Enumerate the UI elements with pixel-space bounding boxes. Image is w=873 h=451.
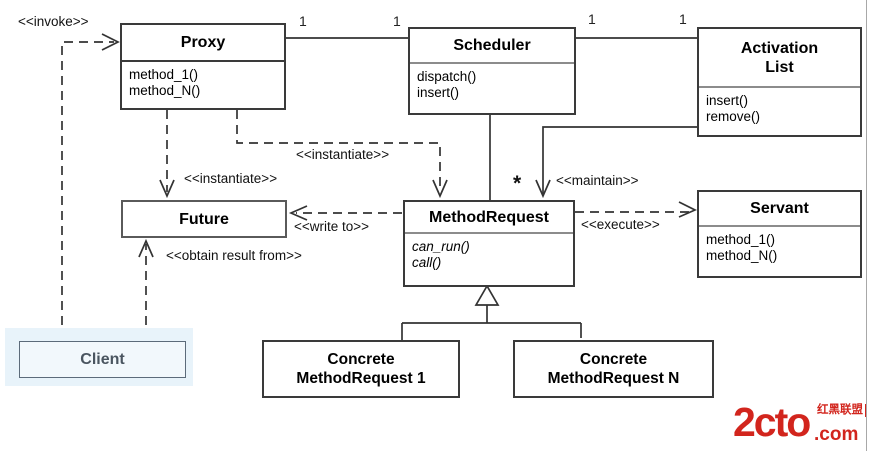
class-proxy-title: Proxy	[180, 34, 226, 51]
multiplicity-label: 1	[679, 11, 687, 27]
class-servant: Servant method_1() method_N()	[697, 190, 862, 278]
arrowhead-execute	[678, 201, 698, 218]
title-line: MethodRequest 1	[296, 370, 426, 387]
compartment-divider	[122, 60, 284, 62]
method-label: insert()	[417, 85, 460, 100]
watermark-alliance-text: 红黑联盟	[817, 404, 867, 417]
arrowhead-write-to	[288, 205, 308, 221]
class-future-title: Future	[179, 210, 229, 228]
arrowhead-maintain	[535, 179, 551, 199]
compartment-divider	[699, 225, 860, 227]
stereotype-instantiate-upper: <<instantiate>>	[296, 147, 390, 162]
inherit-triangle	[474, 284, 500, 306]
class-proxy: Proxy method_1() method_N()	[120, 23, 286, 110]
class-activation-list: Activation List insert() remove()	[697, 27, 862, 137]
method-label: method_N()	[706, 248, 778, 263]
arrowhead-instantiate-methodrequest	[432, 179, 448, 199]
dep-client-invoke	[61, 41, 114, 340]
class-future: Future	[121, 200, 287, 238]
arrowhead-obtain-result	[138, 238, 154, 258]
compartment-divider	[410, 62, 574, 64]
stereotype-obtain-result-from: <<obtain result from>>	[166, 248, 302, 263]
method-label: method_1()	[129, 67, 199, 82]
watermark-domain-text: .com	[814, 424, 859, 445]
stereotype-maintain: <<maintain>>	[556, 173, 639, 188]
stereotype-execute: <<execute>>	[581, 217, 660, 232]
class-concrete-1-title: Concrete MethodRequest 1	[264, 342, 458, 396]
multiplicity-label: 1	[588, 11, 596, 27]
class-activation-list-title: Activation List	[699, 29, 860, 86]
class-servant-title: Servant	[750, 200, 809, 217]
title-line: MethodRequest N	[547, 370, 680, 387]
method-label: remove()	[706, 109, 761, 124]
class-client: Client	[19, 341, 186, 378]
class-method-request-title: MethodRequest	[429, 208, 549, 226]
stereotype-write-to: <<write to>>	[294, 219, 370, 234]
class-concrete-n-title: Concrete MethodRequest N	[515, 342, 712, 396]
class-method-request: MethodRequest can_run() call()	[403, 200, 575, 287]
method-label: method_1()	[706, 232, 776, 247]
compartment-divider	[699, 86, 860, 88]
class-scheduler: Scheduler dispatch() insert()	[408, 27, 576, 115]
arrowhead-instantiate-future	[159, 179, 175, 199]
stereotype-invoke: <<invoke>>	[18, 14, 89, 29]
class-concrete-method-request-n: Concrete MethodRequest N	[513, 340, 714, 398]
method-label: method_N()	[129, 83, 201, 98]
class-client-title: Client	[80, 351, 125, 368]
watermark-logo-text: 2cto	[733, 399, 811, 445]
watermark-2cto: 2cto 红黑联盟 .com	[733, 400, 869, 448]
title-line: Activation	[740, 39, 819, 57]
title-line: Concrete	[327, 351, 395, 368]
page-right-border	[866, 0, 867, 451]
arrowhead-invoke	[101, 33, 120, 51]
multiplicity-label: 1	[393, 13, 401, 29]
title-line: List	[765, 58, 794, 76]
method-label: dispatch()	[417, 69, 477, 84]
class-scheduler-title: Scheduler	[453, 37, 531, 54]
method-label: can_run()	[412, 239, 470, 254]
stereotype-instantiate-lower: <<instantiate>>	[184, 171, 278, 186]
class-concrete-method-request-1: Concrete MethodRequest 1	[262, 340, 460, 398]
title-line: Concrete	[579, 351, 648, 368]
multiplicity-label: 1	[299, 13, 307, 29]
compartment-divider	[405, 232, 573, 234]
method-label: call()	[412, 255, 442, 270]
multiplicity-star-label: *	[513, 172, 522, 195]
method-label: insert()	[706, 93, 749, 108]
